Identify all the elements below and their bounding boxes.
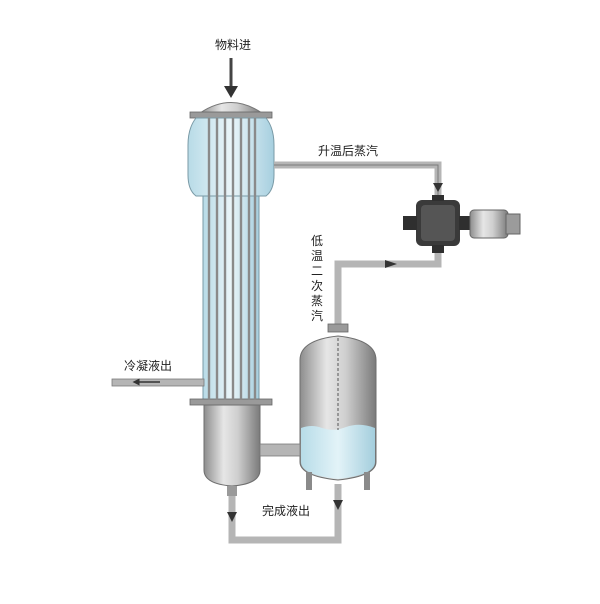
- liquid-transfer-pipe: [259, 443, 301, 457]
- finished-liquid-pipe: [227, 484, 343, 544]
- label-finished-liquid-out: 完成液出: [262, 504, 311, 518]
- secondary-vapor-pipe: [327, 253, 442, 333]
- label-heated-vapor: 升温后蒸汽: [318, 144, 379, 158]
- feed-inlet-pipe: [224, 58, 238, 98]
- heat-exchange-tubes: [207, 118, 257, 400]
- evaporator-column: [187, 102, 275, 496]
- vapor-compressor: [403, 195, 521, 253]
- separator-tank: [299, 335, 377, 490]
- label-feed-in: 物料进: [215, 38, 252, 52]
- condensate-outlet-pipe: [111, 378, 205, 387]
- label-condensate-out: 冷凝液出: [124, 359, 173, 373]
- heated-vapor-pipe: [274, 161, 443, 205]
- label-low-temp-secondary-vapor: 低温二次蒸汽: [310, 234, 323, 323]
